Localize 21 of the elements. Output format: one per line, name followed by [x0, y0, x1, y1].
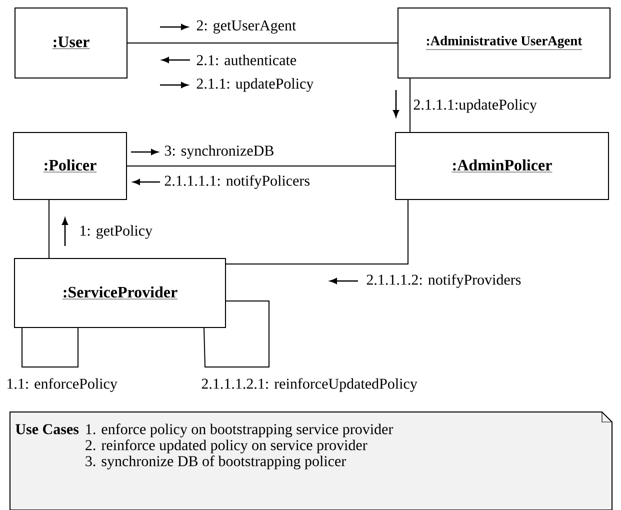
message-label: 1: getPolicy: [80, 225, 152, 239]
message-label: 2.1.1.1.1: notifyPolicers: [164, 175, 310, 189]
object-box: :ServiceProvider: [14, 258, 226, 328]
message-label: 3: synchronizeDB: [164, 145, 274, 159]
message-label: 2.1.1.1.2: notifyProviders: [366, 274, 521, 288]
link-line: [48, 200, 50, 258]
message-label: 1.1: enforcePolicy: [8, 378, 118, 392]
message-label: 2.1.1: updatePolicy: [196, 78, 314, 92]
message-label: 2.1: authenticate: [196, 54, 296, 66]
link-line: [226, 200, 408, 264]
object-box: :AdminPolicer: [395, 132, 609, 200]
note-box: Use Cases 1. enforce policy on bootstrapping service provider 2. reinforce updated policy on service provider 3. synchronize DB of bootstrapping policer: [10, 412, 612, 510]
message-label: 2.1.1.1:updatePolicy: [414, 99, 537, 113]
link-line: [204, 300, 270, 368]
link-line: [127, 42, 398, 44]
object-box: :Policer: [13, 132, 127, 200]
link-line: [22, 328, 78, 368]
message-label: 2: getUserAgent: [196, 20, 296, 34]
message-label: 2.1.1.1.2.1: reinforceUpdatedPolicy: [202, 378, 418, 392]
object-box: :Administrative UserAgent: [398, 8, 610, 78]
object-box: :User: [14, 8, 128, 78]
